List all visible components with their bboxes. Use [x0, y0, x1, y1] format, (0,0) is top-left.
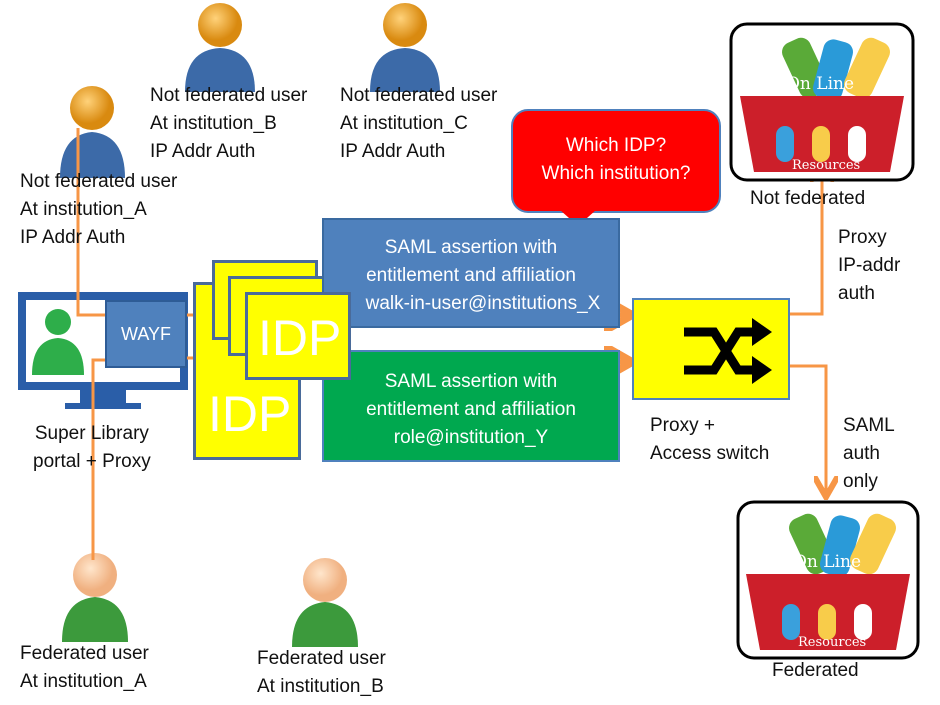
access-switch-box [632, 298, 790, 400]
logo-text-top: On Line [793, 552, 862, 572]
idp-box-front: IDP [245, 292, 351, 380]
logo-text-top: On Line [786, 74, 855, 94]
wayf-box[interactable]: WAYF [105, 300, 187, 368]
user-icon-nf-a [60, 86, 125, 178]
not-federated-label: Not federated [750, 188, 866, 209]
online-resources-logo-bottom [736, 500, 920, 660]
shuffle-icon [684, 318, 772, 384]
user-icon-f-a [62, 553, 128, 642]
switch-label: Proxy +Access switch [650, 415, 770, 464]
logo-text-bottom: Resources [792, 158, 861, 173]
user-icon-nf-c [370, 3, 440, 92]
user-icon-f-b [292, 558, 358, 647]
online-resources-logo-top [729, 22, 915, 182]
user-icon-nf-b [185, 3, 255, 92]
callout-text: Which IDP?Which institution? [541, 135, 691, 184]
federated-label: Federated [772, 660, 859, 681]
logo-text-bottom: Resources [798, 635, 867, 650]
